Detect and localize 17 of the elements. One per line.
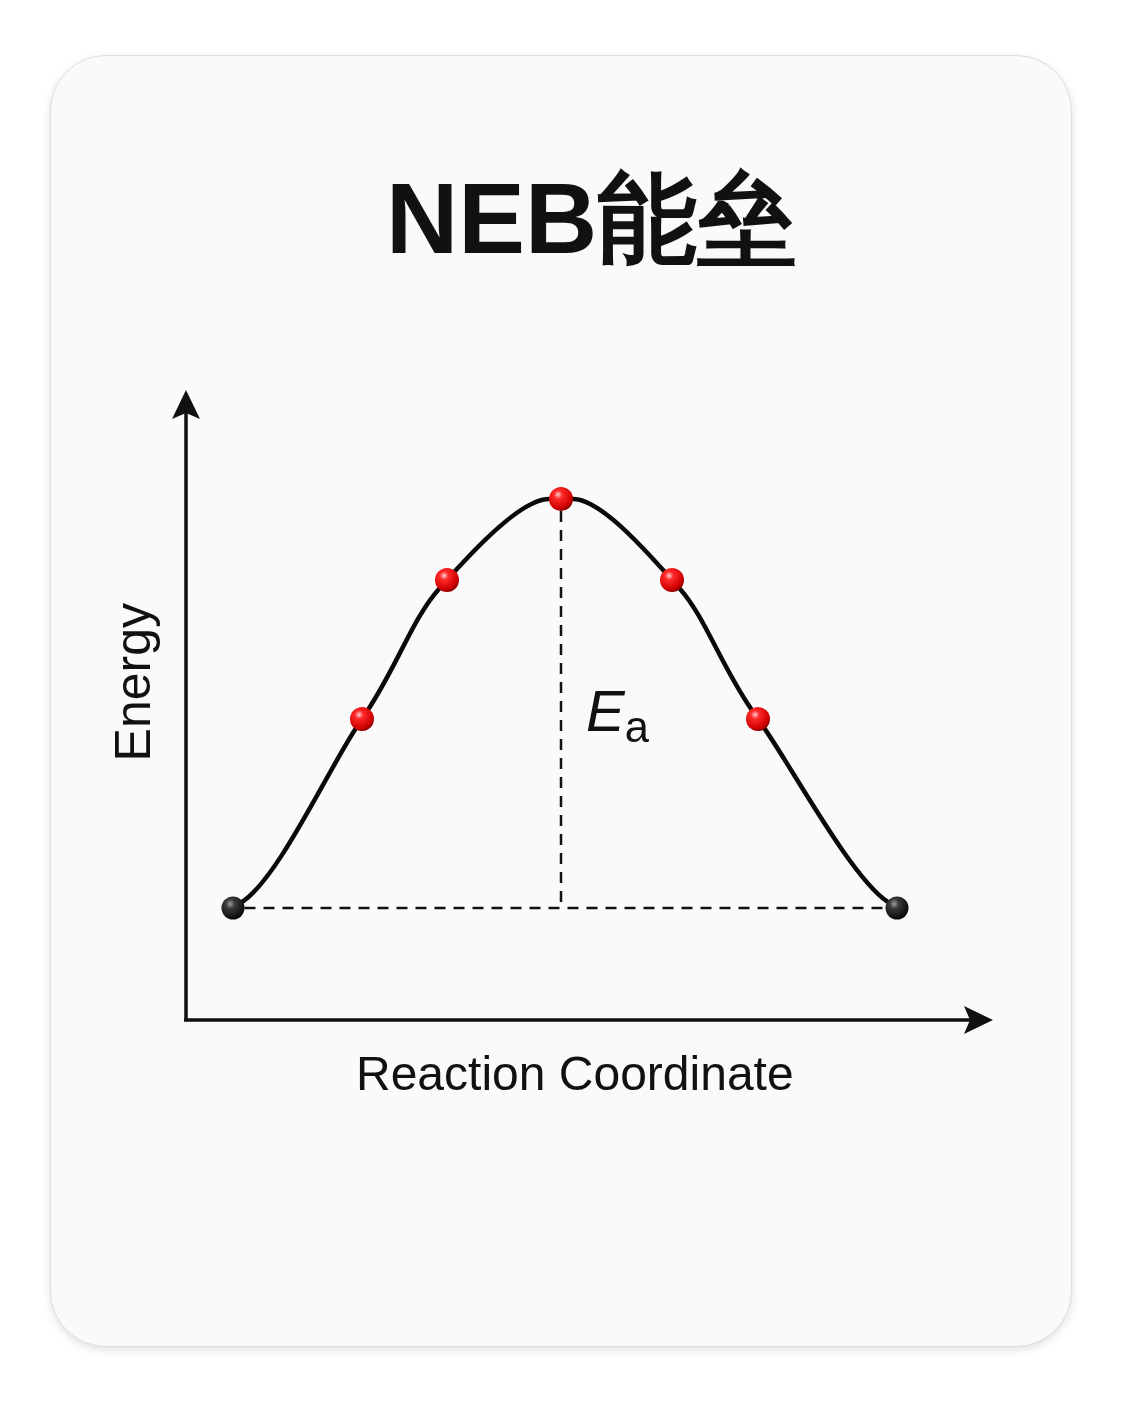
energy-curve <box>677 586 754 712</box>
energy-curve <box>762 726 890 904</box>
sphere-marker-icon <box>221 896 245 920</box>
energy-curve <box>240 726 358 904</box>
barrier-label: E$_{a}$ <box>586 682 649 740</box>
title: NEB能垒 <box>386 168 798 268</box>
sphere-marker-icon <box>660 568 684 592</box>
sphere-marker-icon <box>435 568 459 592</box>
sphere-marker-icon <box>350 707 374 731</box>
dashed-line <box>244 906 886 910</box>
energy-curve <box>366 586 442 712</box>
axis-label: Reaction Coordinate <box>356 1050 794 1098</box>
energy-curve <box>570 496 667 574</box>
sphere-marker-icon <box>746 707 770 731</box>
axis-label: Energy <box>108 603 158 762</box>
sphere-marker-icon <box>549 487 573 511</box>
sphere-marker-icon <box>885 896 909 920</box>
